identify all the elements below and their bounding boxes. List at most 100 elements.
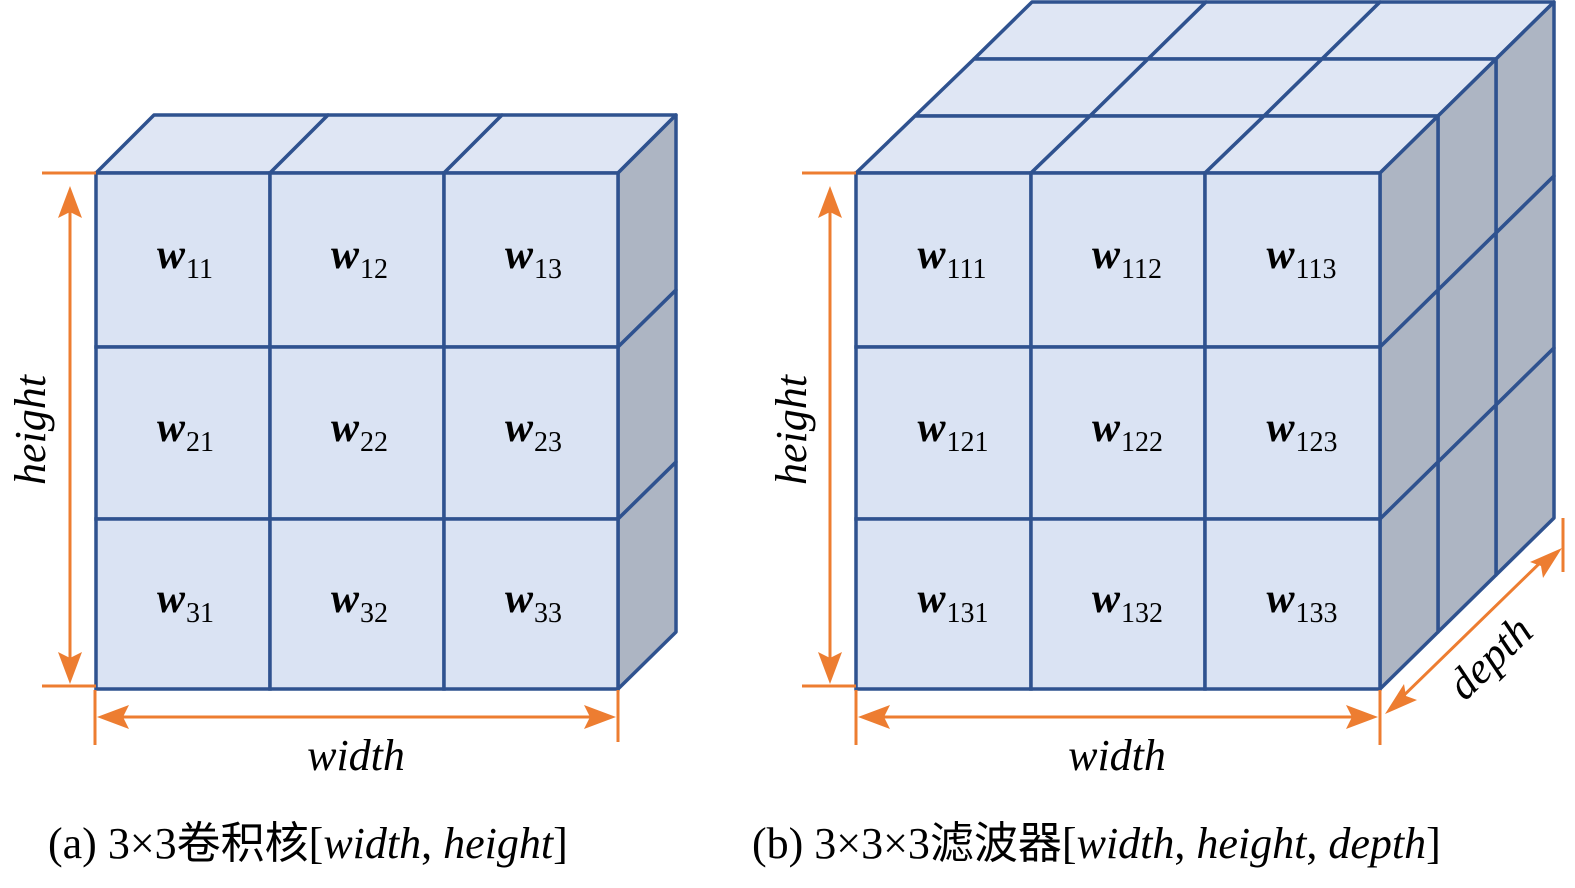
weight-cell [1203, 171, 1382, 349]
weight-symbol: w [505, 405, 534, 451]
weight-cell [94, 517, 272, 691]
weight-subscript: 33 [534, 598, 562, 629]
weight-symbol: w [1092, 405, 1121, 451]
weight-subscript: 132 [1121, 598, 1163, 629]
weight-subscript: 122 [1121, 427, 1163, 458]
weight-cell [442, 517, 620, 691]
width-label-a: width [307, 731, 405, 780]
weight-label: w132 [1092, 576, 1163, 629]
caption-a: (a) 3×3卷积核[width, height] [48, 822, 568, 866]
caption-a-prefix: (a) 3×3卷积核[ [48, 819, 324, 868]
weight-symbol: w [505, 576, 534, 622]
arrow-up-icon [58, 186, 82, 218]
weight-label: w12 [331, 232, 388, 285]
caption-b-sep-2: , [1306, 819, 1329, 868]
arrow-up-icon [818, 186, 842, 218]
weight-subscript: 121 [947, 427, 989, 458]
weight-subscript: 131 [947, 598, 989, 629]
weight-label: w121 [918, 405, 989, 458]
weight-symbol: w [1267, 232, 1296, 278]
weight-subscript: 111 [947, 254, 987, 285]
weight-label: w31 [157, 576, 214, 629]
weight-symbol: w [918, 576, 947, 622]
arrow-up-right-icon [1530, 548, 1562, 578]
weight-subscript: 21 [186, 427, 214, 458]
weight-label: w113 [1267, 232, 1337, 285]
caption-b-depth: depth [1328, 819, 1427, 868]
weight-cell [1203, 345, 1382, 521]
weight-symbol: w [331, 405, 360, 451]
weight-label: w112 [1092, 232, 1162, 285]
depth-label-b: depth [1438, 606, 1542, 709]
weight-label: w33 [505, 576, 562, 629]
weight-label: w123 [1267, 405, 1338, 458]
caption-b-width: width [1076, 819, 1175, 868]
arrow-right-icon [1346, 705, 1378, 729]
arrow-down-left-icon [1385, 684, 1417, 714]
weight-label: w122 [1092, 405, 1163, 458]
height-label-a: height [6, 373, 55, 485]
weight-symbol: w [1092, 232, 1121, 278]
height-dimension-a: height [6, 171, 96, 688]
caption-b-sep-1: , [1174, 819, 1197, 868]
weight-label: w131 [918, 576, 989, 629]
caption-b-height: height [1196, 819, 1307, 868]
weight-subscript: 23 [534, 427, 562, 458]
weight-symbol: w [157, 405, 186, 451]
weight-subscript: 12 [360, 254, 388, 285]
weight-label: w23 [505, 405, 562, 458]
weight-label: w22 [331, 405, 388, 458]
weight-symbol: w [157, 232, 186, 278]
weight-cell [1029, 517, 1207, 691]
arrow-down-icon [818, 652, 842, 684]
arrow-left-icon [97, 705, 129, 729]
weight-symbol: w [1267, 576, 1296, 622]
weight-label: w32 [331, 576, 388, 629]
width-dimension-b: width [854, 690, 1382, 780]
weight-symbol: w [157, 576, 186, 622]
weight-label: w111 [918, 232, 987, 285]
weight-label: w11 [157, 232, 213, 285]
arrow-down-icon [58, 652, 82, 684]
weight-cell [442, 345, 620, 521]
caption-b-suffix: ] [1426, 819, 1441, 868]
weight-cell [268, 345, 446, 521]
caption-a-sep: , [421, 819, 444, 868]
weight-subscript: 112 [1121, 254, 1162, 285]
weight-subscript: 31 [186, 598, 214, 629]
weight-symbol: w [918, 232, 947, 278]
width-label-b: width [1068, 731, 1166, 780]
caption-a-width: width [323, 819, 422, 868]
side-faces-b [1378, 0, 1556, 691]
caption-a-suffix: ] [553, 819, 568, 868]
weight-symbol: w [331, 576, 360, 622]
weight-symbol: w [918, 405, 947, 451]
arrow-right-icon [584, 705, 616, 729]
weight-subscript: 133 [1296, 598, 1338, 629]
caption-b-prefix: (b) 3×3×3滤波器[ [752, 819, 1077, 868]
weight-cell [854, 345, 1033, 521]
height-dimension-b: height [767, 171, 856, 688]
weight-subscript: 32 [360, 598, 388, 629]
weight-subscript: 13 [534, 254, 562, 285]
weight-cell [1029, 171, 1207, 349]
weight-symbol: w [1267, 405, 1296, 451]
weight-symbol: w [331, 232, 360, 278]
weight-label: w13 [505, 232, 562, 285]
height-label-b: height [767, 373, 816, 485]
weight-label: w21 [157, 405, 214, 458]
weight-subscript: 113 [1296, 254, 1337, 285]
weight-cell [1203, 517, 1382, 691]
caption-a-height: height [443, 819, 554, 868]
weight-cell [1029, 345, 1207, 521]
weight-symbol: w [1092, 576, 1121, 622]
weight-symbol: w [505, 232, 534, 278]
width-dimension-a: width [93, 690, 620, 780]
weight-subscript: 11 [186, 254, 213, 285]
caption-b: (b) 3×3×3滤波器[width, height, depth] [752, 822, 1441, 866]
